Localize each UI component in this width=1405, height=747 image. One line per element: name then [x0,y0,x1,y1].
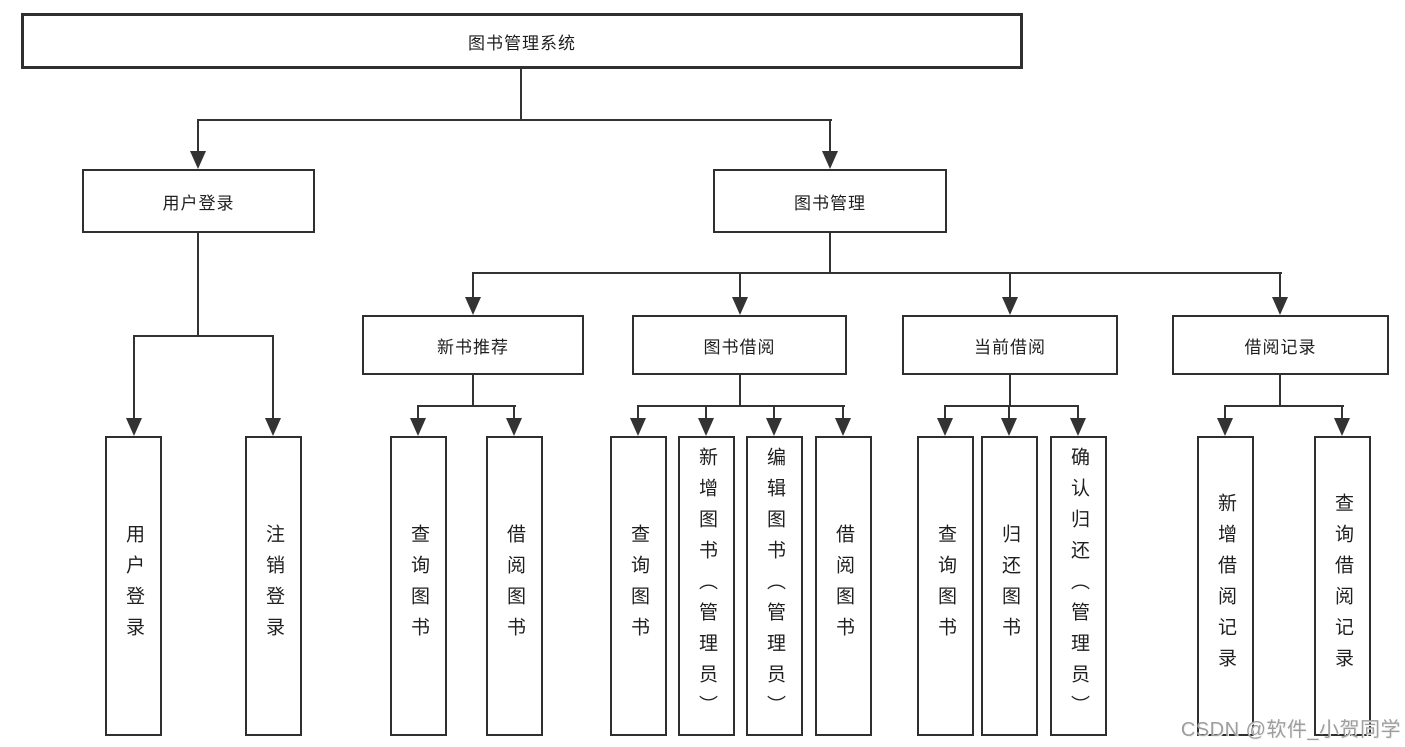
node-book-management-branch: 图书管理 [713,169,947,233]
node-leaf-add-books-admin: 新增图书（管理员） [678,436,735,736]
connector-arrowhead [126,418,142,436]
node-leaf-query-books-current: 查询图书 [917,436,974,736]
connector-arrowhead [835,418,851,436]
connector-line [472,375,474,406]
watermark: CSDN @软件_小贺同学 [1180,719,1401,741]
connector-arrowhead [410,418,426,436]
connector-line [944,405,1079,407]
connector-line [739,274,741,298]
connector-arrowhead [265,418,281,436]
connector-arrowhead [698,418,714,436]
node-leaf-query-borrow-record: 查询借阅记录 [1314,436,1371,736]
node-current-borrowing: 当前借阅 [902,315,1118,375]
connector-arrowhead [630,418,646,436]
node-borrowing-records: 借阅记录 [1172,315,1389,375]
connector-line [417,405,516,407]
connector-line [133,337,135,419]
connector-arrowhead [937,418,953,436]
connector-line [272,337,274,419]
connector-arrowhead [822,151,838,169]
connector-line [739,375,741,406]
node-new-book-recommendation: 新书推荐 [362,315,584,375]
connector-line [1279,375,1281,406]
connector-line [944,407,946,419]
connector-arrowhead [1002,297,1018,315]
connector-arrowhead [1070,418,1086,436]
node-leaf-return-books: 归还图书 [981,436,1038,736]
connector-arrowhead [1001,418,1017,436]
node-user-login-branch: 用户登录 [82,169,315,233]
connector-arrowhead [1334,418,1350,436]
connector-line [1009,274,1011,298]
connector-arrowhead [1217,418,1233,436]
node-book-borrowing: 图书借阅 [632,315,847,375]
connector-line [773,407,775,419]
connector-line [705,407,707,419]
connector-line [1224,407,1226,419]
connector-line [1008,407,1010,419]
connector-line [513,407,515,419]
connector-line [1341,407,1343,419]
connector-line [1009,375,1011,406]
connector-arrowhead [1272,297,1288,315]
connector-line [197,119,199,152]
node-leaf-query-books-borrowing: 查询图书 [610,436,667,736]
connector-line [1279,274,1281,298]
connector-line [472,274,474,298]
node-leaf-add-borrow-record: 新增借阅记录 [1197,436,1254,736]
connector-arrowhead [766,418,782,436]
connector-line [472,272,1282,274]
connector-line [197,233,199,335]
connector-arrowhead [506,418,522,436]
node-leaf-borrow-books-recommend: 借阅图书 [486,436,543,736]
node-leaf-borrow-books: 借阅图书 [815,436,872,736]
node-leaf-query-books-recommend: 查询图书 [390,436,447,736]
connector-line [133,335,274,337]
connector-line [829,233,831,272]
connector-line [1224,405,1344,407]
node-leaf-confirm-return-admin: 确认归还（管理员） [1050,436,1107,736]
node-leaf-logout: 注销登录 [245,436,302,736]
node-library-management-system: 图书管理系统 [21,13,1023,69]
node-leaf-edit-books-admin: 编辑图书（管理员） [746,436,803,736]
connector-line [417,407,419,419]
connector-line [842,407,844,419]
connector-arrowhead [190,151,206,169]
connector-line [637,405,845,407]
connector-arrowhead [465,297,481,315]
connector-line [637,407,639,419]
connector-line [520,69,522,121]
connector-arrowhead [732,297,748,315]
node-leaf-user-login: 用户登录 [105,436,162,736]
connector-line [197,119,832,121]
connector-line [1077,407,1079,419]
connector-line [829,119,831,152]
